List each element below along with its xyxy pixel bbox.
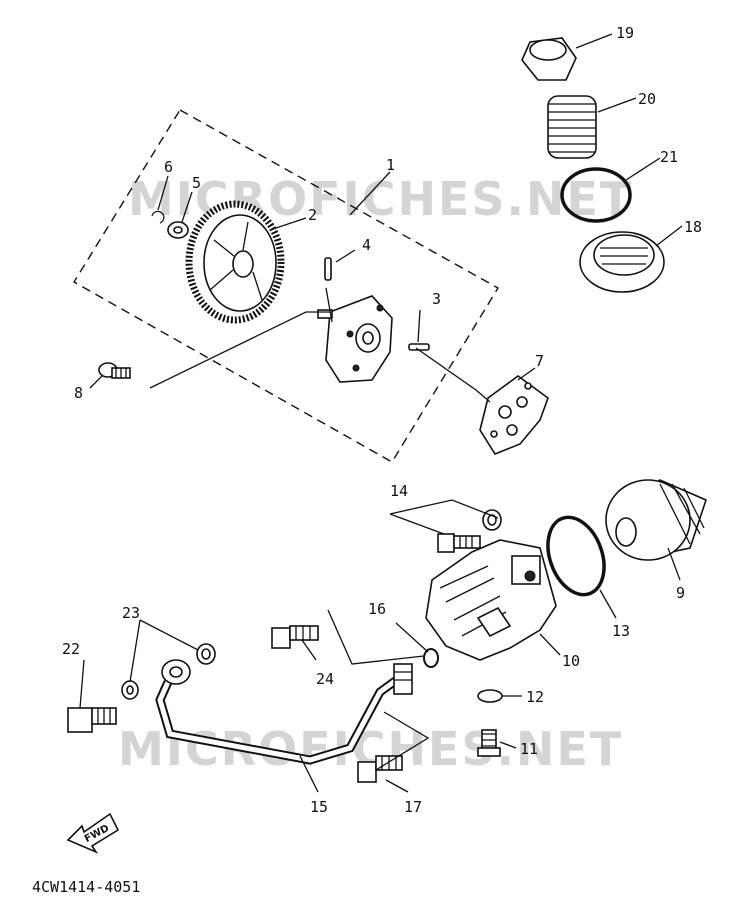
- union-bolt-part: [67, 707, 117, 733]
- drawing-code: 4CW1414-4051: [32, 878, 140, 896]
- gasket-12-part: [477, 689, 503, 703]
- callout-3: 3: [432, 290, 441, 308]
- callout-10: 10: [562, 652, 580, 670]
- circlip-part: [151, 210, 165, 224]
- washer-23-lower-part: [121, 680, 139, 700]
- callout-24: 24: [316, 670, 334, 688]
- callout-5: 5: [192, 174, 201, 192]
- oil-filter-element-part: [605, 479, 707, 561]
- callout-17: 17: [404, 798, 422, 816]
- callout-6: 6: [164, 158, 173, 176]
- oil-pump-body-part: [317, 295, 393, 383]
- callout-7: 7: [535, 352, 544, 370]
- pump-driven-gear-part: [185, 200, 285, 324]
- forward-direction-arrow-icon: FWD: [66, 812, 120, 854]
- filter-spring-part: [547, 95, 597, 159]
- washer-23-upper-part: [196, 643, 216, 665]
- washer-part: [167, 221, 189, 239]
- leader-lines: [79, 33, 683, 793]
- bolt-14-part: [437, 533, 481, 553]
- oil-filter-housing-part: [425, 539, 557, 661]
- washer-14-part: [482, 509, 502, 531]
- callout-22: 22: [62, 640, 80, 658]
- callout-11: 11: [520, 740, 538, 758]
- pan-head-screw-part: [98, 362, 131, 379]
- oil-pump-assembly-outline: [73, 109, 499, 463]
- callout-15: 15: [310, 798, 328, 816]
- callout-23: 23: [122, 604, 140, 622]
- callout-18: 18: [684, 218, 702, 236]
- oil-delivery-pipe-part: [155, 659, 413, 765]
- callout-19: 19: [616, 24, 634, 42]
- filter-cover-cap-part: [521, 37, 577, 81]
- callout-4: 4: [362, 236, 371, 254]
- callout-8: 8: [74, 384, 83, 402]
- callout-20: 20: [638, 90, 656, 108]
- pump-gasket-part: [479, 375, 549, 455]
- o-ring-13-part: [546, 515, 606, 597]
- o-ring-21-part: [560, 167, 632, 223]
- callout-2: 2: [308, 206, 317, 224]
- filter-cover-18-part: [579, 231, 665, 293]
- callout-21: 21: [660, 148, 678, 166]
- callout-labels: 1 2 3 4 5 6 7 8 9 10 11 12 13 14 15 16 1…: [62, 24, 702, 816]
- callout-1: 1: [386, 156, 395, 174]
- watermark-top: MICROFICHES.NET: [128, 172, 633, 226]
- o-ring-16-part: [423, 648, 439, 668]
- bolt-11-part: [477, 729, 501, 757]
- callout-9: 9: [676, 584, 685, 602]
- callout-13: 13: [612, 622, 630, 640]
- callout-16: 16: [368, 600, 386, 618]
- callout-14: 14: [390, 482, 408, 500]
- bolt-24-part: [271, 625, 319, 649]
- dowel-pin-part: [324, 257, 332, 281]
- callout-12: 12: [526, 688, 544, 706]
- pump-pin-part: [408, 343, 430, 351]
